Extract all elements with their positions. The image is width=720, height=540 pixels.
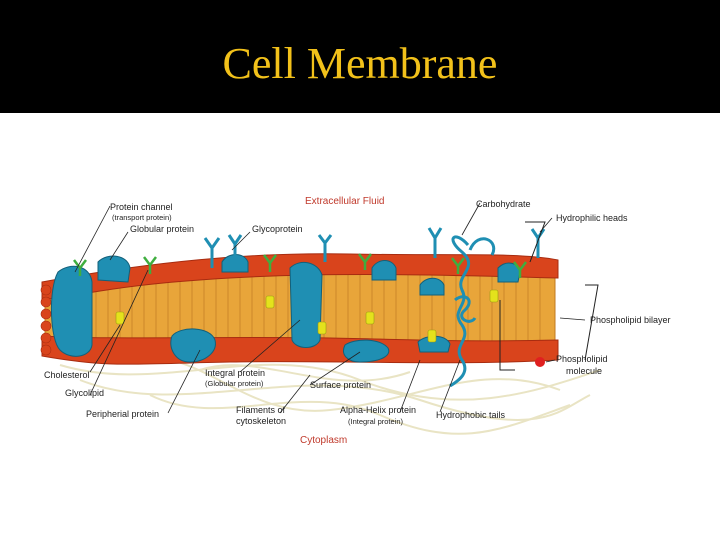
cytoskeleton-filaments <box>59 355 601 435</box>
label-phospholipid-molecule-1: Phospholipid <box>556 354 608 364</box>
label-integral-protein-sub: (Globular protein) <box>205 379 264 388</box>
label-carbohydrate: Carbohydrate <box>476 199 531 209</box>
label-glycolipid: Glycolipid <box>65 388 104 398</box>
label-hydrophobic-tails: Hydrophobic tails <box>436 410 506 420</box>
label-integral-protein: Integral protein <box>205 368 265 378</box>
region-label-cytoplasm: Cytoplasm <box>300 435 347 446</box>
surface-protein <box>343 339 390 363</box>
label-phospholipid-bilayer: Phospholipid bilayer <box>590 315 671 325</box>
phospholipid-molecule-head <box>535 357 545 367</box>
label-glycoprotein: Glycoprotein <box>252 224 303 234</box>
glycolipid-chains <box>73 253 527 278</box>
label-transport-protein: (transport protein) <box>112 213 172 222</box>
label-phospholipid-molecule-2: molecule <box>566 366 602 376</box>
label-filaments-2: cytoskeleton <box>236 416 286 426</box>
title-bar <box>0 0 720 113</box>
label-filaments-1: Filaments of <box>236 405 286 415</box>
leader-lines <box>74 202 586 414</box>
label-hydrophilic-heads: Hydrophilic heads <box>556 213 628 223</box>
cholesterol-molecules <box>115 289 499 343</box>
label-surface-protein: Surface protein <box>310 380 371 390</box>
label-globular-protein: Globular protein <box>130 224 194 234</box>
alpha-helix-protein <box>449 235 477 388</box>
cell-membrane-diagram: Extracellular Fluid Cytoplasm Protein ch… <box>40 196 671 446</box>
label-cholesterol: Cholesterol <box>44 370 90 380</box>
label-peripheral-protein: Peripherial protein <box>86 409 159 419</box>
protein-channel <box>51 265 93 357</box>
slide-title: Cell Membrane <box>222 39 498 88</box>
edge-heads <box>40 284 52 356</box>
label-alpha-helix: Alpha-Helix protein <box>340 405 416 415</box>
protein-shapes <box>51 254 521 363</box>
label-alpha-helix-sub: (Integral protein) <box>348 417 404 426</box>
region-label-extracellular: Extracellular Fluid <box>305 196 384 207</box>
integral-protein <box>289 261 323 348</box>
label-protein-channel: Protein channel <box>110 202 173 212</box>
right-brackets <box>499 221 599 371</box>
